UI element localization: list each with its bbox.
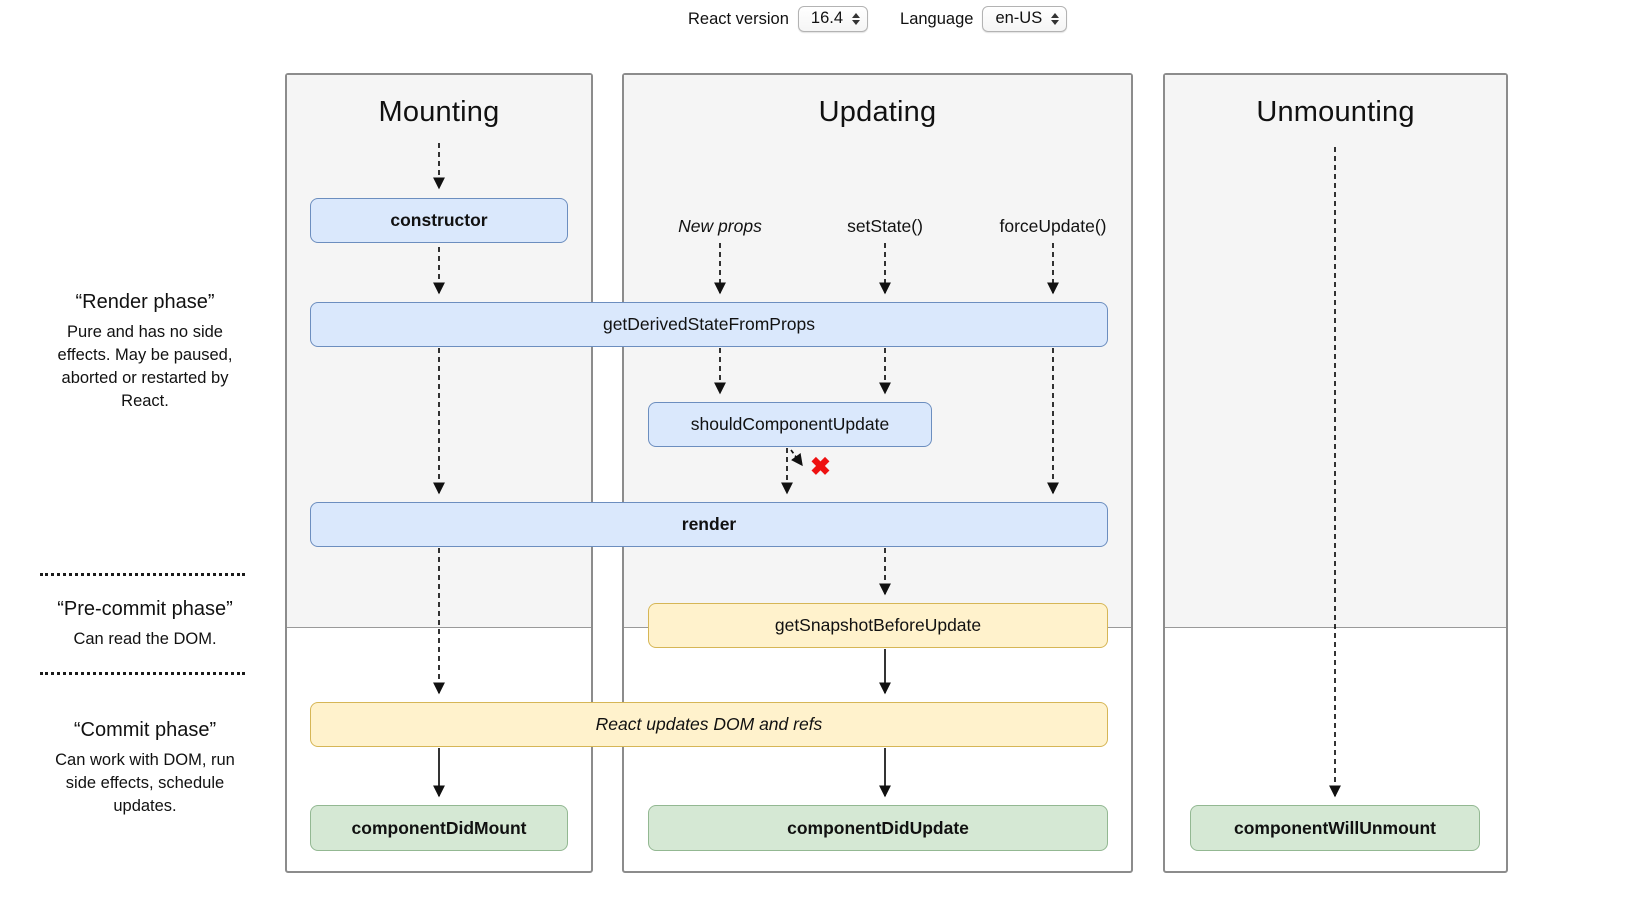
no-rerender-x-icon: ✖ [810, 453, 831, 481]
component-did-update-box[interactable]: componentDidUpdate [648, 805, 1108, 851]
force-update-label[interactable]: forceUpdate() [999, 216, 1107, 236]
new-props-label: New props [678, 216, 762, 236]
react-version-select[interactable]: 16.4 [797, 6, 869, 32]
pre-commit-phase-title: “Pre-commit phase” [57, 598, 233, 620]
language-select[interactable]: en-US [982, 6, 1068, 32]
commit-phase-label: “Commit phase” Can work with DOM, run si… [40, 719, 250, 818]
react-updates-dom-box: React updates DOM and refs [310, 702, 1108, 747]
should-component-update-box[interactable]: shouldComponentUpdate [648, 402, 932, 447]
component-did-mount-box[interactable]: componentDidMount [310, 805, 568, 851]
mounting-column: Mounting [285, 73, 593, 873]
language-value: en-US [995, 9, 1043, 27]
updating-column: Updating [622, 73, 1133, 873]
commit-phase-title: “Commit phase” [73, 719, 217, 741]
render-phase-title: “Render phase” [75, 291, 215, 313]
pre-commit-phase-label: “Pre-commit phase” Can read the DOM. [40, 598, 250, 651]
unmounting-column: Unmounting [1163, 73, 1508, 873]
set-state-label[interactable]: setState() [847, 216, 923, 236]
render-phase-background [1165, 75, 1506, 628]
phase-divider [40, 573, 245, 576]
updating-column-title: Updating [818, 96, 937, 128]
render-box[interactable]: render [310, 502, 1108, 547]
constructor-box[interactable]: constructor [310, 198, 568, 243]
select-arrows-icon [1051, 12, 1060, 25]
commit-phase-description: Can work with DOM, run side effects, sch… [55, 751, 235, 815]
get-snapshot-before-update-box[interactable]: getSnapshotBeforeUpdate [648, 603, 1108, 648]
get-derived-state-from-props-box[interactable]: getDerivedStateFromProps [310, 302, 1108, 347]
unmounting-column-title: Unmounting [1256, 96, 1415, 128]
language-label: Language [900, 9, 974, 28]
select-arrows-icon [852, 12, 861, 25]
render-phase-description: Pure and has no side effects. May be pau… [57, 323, 233, 410]
react-version-value: 16.4 [810, 9, 844, 27]
mounting-column-title: Mounting [378, 96, 500, 128]
pre-commit-phase-description: Can read the DOM. [73, 630, 217, 648]
render-phase-label: “Render phase” Pure and has no side effe… [40, 291, 250, 413]
toolbar: React version 16.4 Language en-US [688, 6, 1068, 32]
component-will-unmount-box[interactable]: componentWillUnmount [1190, 805, 1480, 851]
phase-divider [40, 672, 245, 675]
react-version-label: React version [688, 9, 789, 28]
